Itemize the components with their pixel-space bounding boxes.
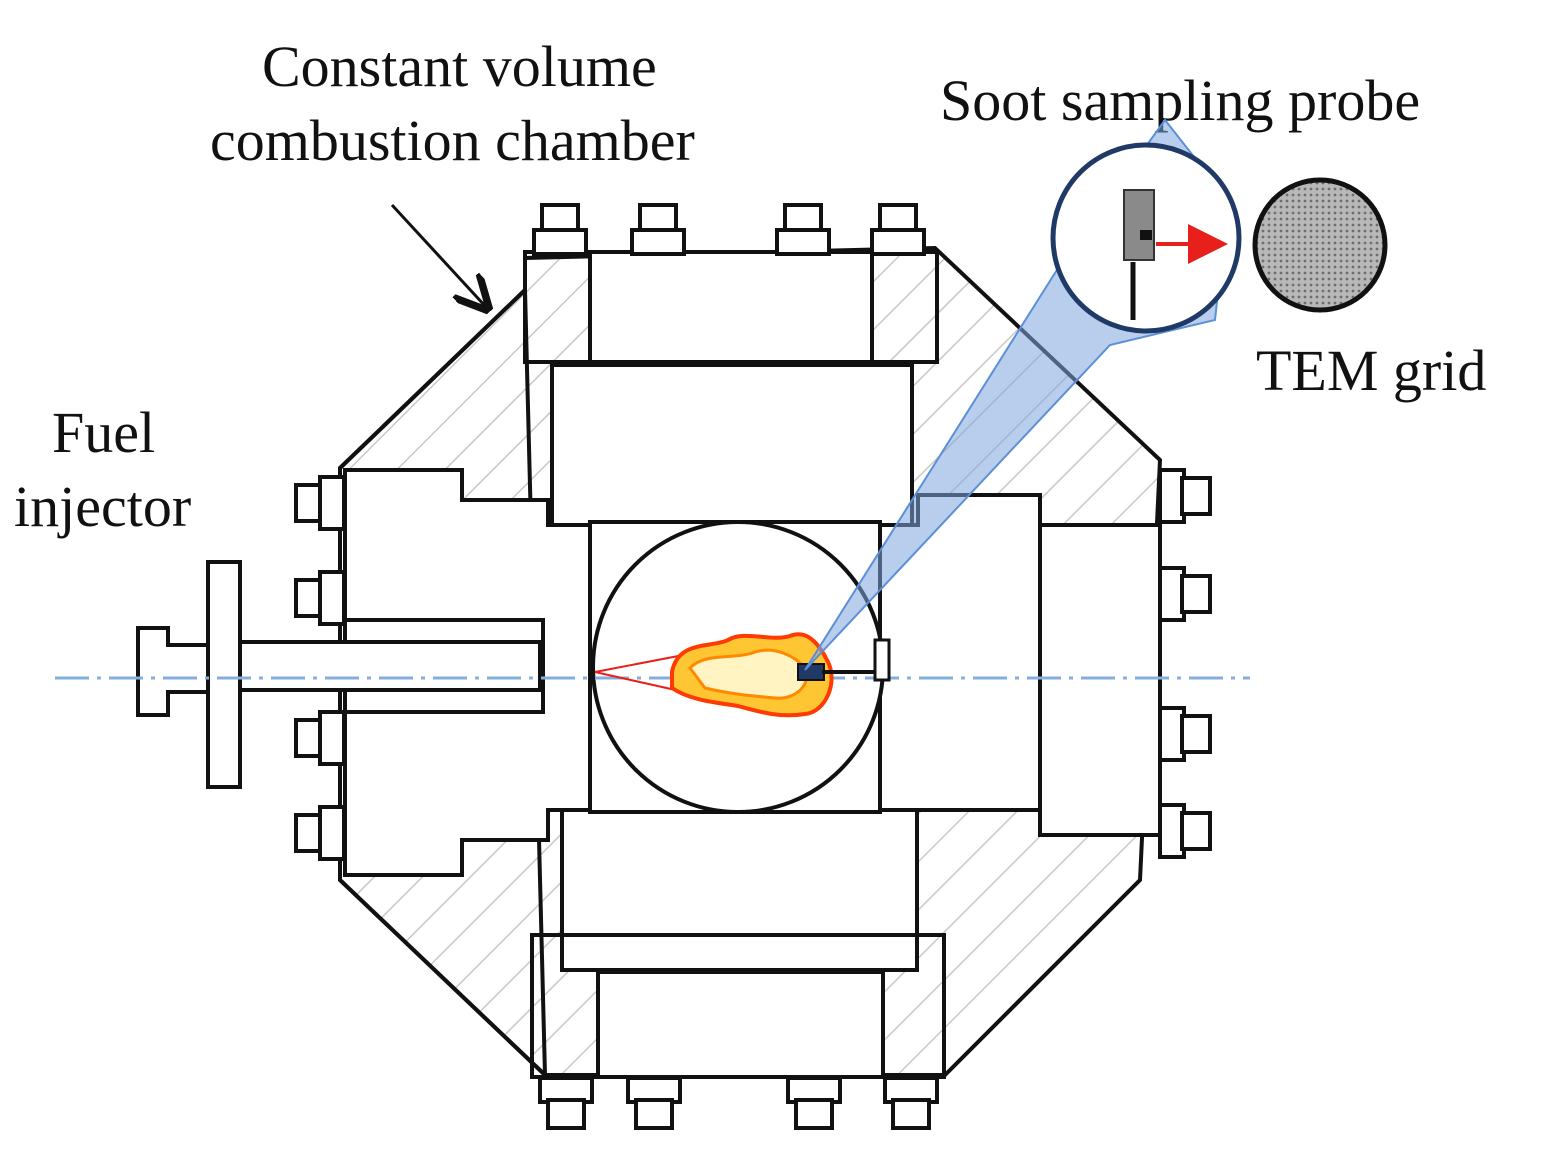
chamber-label-line1: Constant volume <box>262 34 657 99</box>
chamber-label-line2: combustion chamber <box>210 108 695 173</box>
grid-label: TEM grid <box>1256 338 1487 403</box>
fuel-label-line1: Fuel <box>52 400 156 465</box>
flame-icon <box>670 632 834 718</box>
zoom-inset <box>1050 142 1242 334</box>
fuel-label-line2: injector <box>14 474 192 539</box>
bottom-window-flange <box>530 808 946 1079</box>
hex-bolt-icon <box>1158 468 1212 859</box>
hex-bolt-icon <box>538 1076 939 1130</box>
top-window-flange <box>523 250 939 527</box>
probe-label: Soot sampling probe <box>940 68 1421 133</box>
probe-icon <box>797 638 891 682</box>
fuel-injector <box>136 560 542 789</box>
hex-bolt-icon <box>294 475 346 861</box>
tem-grid-icon <box>1252 177 1388 313</box>
hex-bolt-icon <box>532 203 926 256</box>
chamber-pointer <box>390 203 486 307</box>
